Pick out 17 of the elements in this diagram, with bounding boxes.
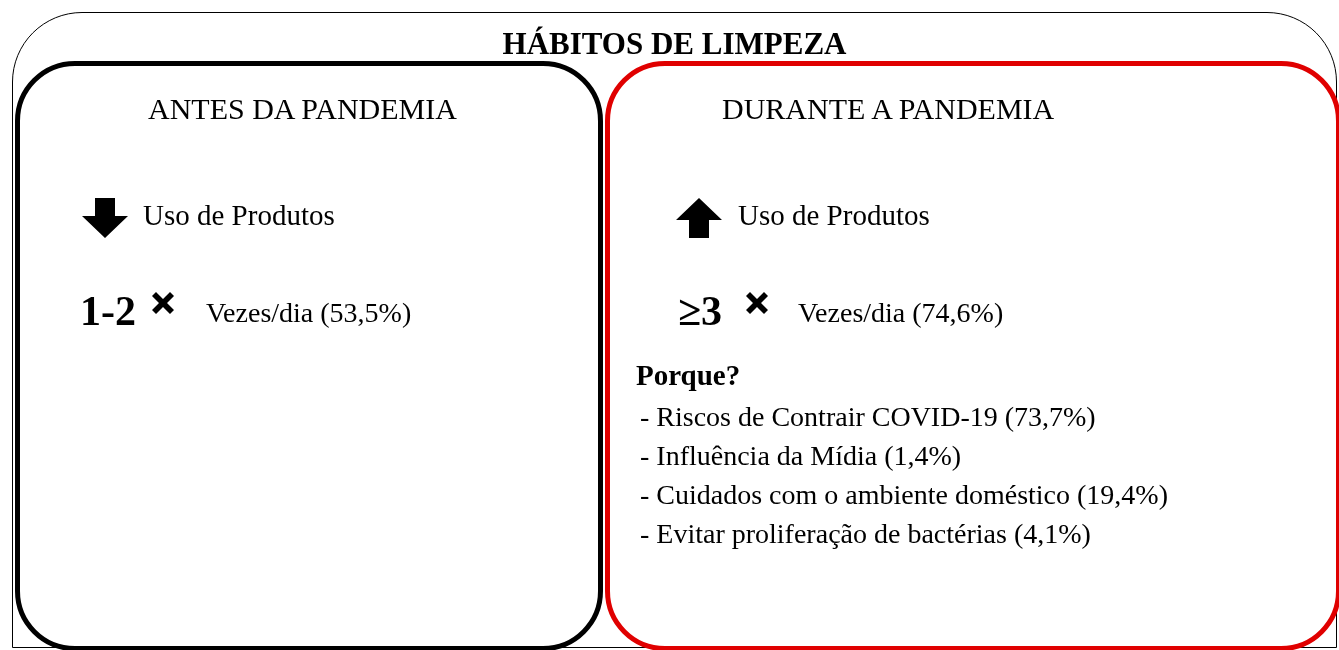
text-line: Uso de Produtos <box>738 200 930 232</box>
column-heading: ANTES DA PANDEMIA <box>148 92 457 125</box>
panel <box>605 61 1339 650</box>
list-item: - Evitar proliferação de bactérias (4,1%) <box>640 519 1091 550</box>
section-heading: Porque? <box>636 360 741 392</box>
count-number: ≥3 <box>678 288 723 335</box>
panel-heading: HÁBITOS DE LIMPEZA <box>501 27 848 62</box>
panel <box>15 61 603 650</box>
text-line: Vezes/dia (53,5%) <box>206 298 412 329</box>
column-heading: DURANTE A PANDEMIA <box>722 92 1055 125</box>
panel <box>12 12 1337 648</box>
count-number: 1-2 <box>80 288 136 335</box>
list-item: - Influência da Mídia (1,4%) <box>640 441 962 472</box>
text-line: Uso de Produtos <box>143 200 335 232</box>
text-line: Vezes/dia (74,6%) <box>798 298 1004 329</box>
list-item: - Riscos de Contrair COVID-19 (73,7%) <box>640 402 1096 433</box>
list-item: - Cuidados com o ambiente doméstico (19,4%) <box>640 480 1168 511</box>
